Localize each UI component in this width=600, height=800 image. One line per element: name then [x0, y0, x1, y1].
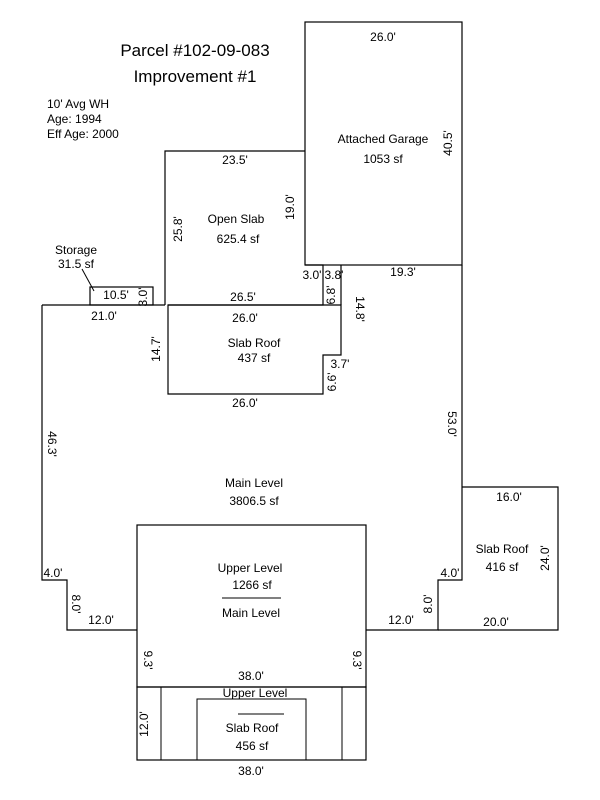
bottom-section-outline — [136, 686, 367, 761]
eff-age-info: Eff Age: 2000 — [47, 127, 119, 141]
slab-roof-right-size: 416 sf — [486, 560, 519, 574]
dim-main-right-bottom: 12.0' — [388, 613, 414, 627]
dim-open-slab-right: 19.0' — [283, 194, 297, 220]
storage-label: Storage — [55, 243, 97, 257]
main-level-left-edge — [41, 305, 137, 631]
upper-level-label: Upper Level — [218, 561, 283, 575]
dim-garage-bottom: 19.3' — [390, 265, 416, 279]
wall-height-info: 10' Avg WH — [47, 97, 109, 111]
dim-slab-roof-right-lower: 6.6' — [325, 373, 339, 392]
dim-open-slab-left: 25.8' — [171, 216, 185, 242]
slab-roof-right-label: Slab Roof — [476, 542, 529, 556]
improvement-title: Improvement #1 — [134, 67, 257, 86]
dim-storage-side: 3.0' — [136, 288, 150, 307]
upper-level-bottom-label: Upper Level — [223, 686, 288, 700]
dim-storage-top: 10.5' — [103, 288, 129, 302]
dim-step-68: 6.8' — [324, 286, 338, 305]
dim-center-width: 38.0' — [238, 669, 264, 683]
upper-level-size: 1266 sf — [232, 578, 272, 592]
dim-bottom-width: 38.0' — [238, 764, 264, 778]
dim-main-left: 46.3' — [45, 431, 59, 457]
dim-open-slab-bottom: 26.5' — [230, 290, 256, 304]
slab-roof-bottom-outline — [196, 698, 307, 760]
garage-label: Attached Garage — [338, 132, 429, 146]
dim-center-right: 9.3' — [350, 651, 364, 670]
dim-right-slab-bottom: 20.0' — [483, 615, 509, 629]
dim-main-left-step: 4.0' — [44, 566, 63, 580]
open-slab-outline — [164, 150, 305, 305]
dim-slab-roof-bottom-edge: 26.0' — [232, 396, 258, 410]
dim-step-38: 3.8' — [325, 268, 344, 282]
slab-roof-top-size: 437 sf — [238, 351, 271, 365]
slab-roof-top-label: Slab Roof — [228, 336, 281, 350]
slab-roof-top-outline — [167, 304, 342, 395]
dim-slab-roof-top-edge: 26.0' — [232, 311, 258, 325]
dim-bottom-left: 12.0' — [137, 711, 151, 737]
dim-slab-roof-notch: 3.7' — [331, 357, 350, 371]
dim-step-3: 3.0' — [303, 268, 322, 282]
dim-garage-top: 26.0' — [370, 30, 396, 44]
dim-open-slab-top: 23.5' — [222, 153, 248, 167]
dim-garage-right: 40.5' — [441, 130, 455, 156]
dim-center-left: 9.3' — [141, 651, 155, 670]
dim-main-right-step: 4.0' — [441, 566, 460, 580]
dim-slab-roof-left: 14.7' — [149, 336, 163, 362]
dim-main-right: 53.0' — [445, 411, 459, 437]
parcel-title: Parcel #102-09-083 — [120, 41, 269, 60]
main-level-label: Main Level — [225, 476, 283, 490]
storage-size: 31.5 sf — [58, 257, 95, 271]
dim-main-right-down: 8.0' — [421, 595, 435, 614]
dim-main-top-left: 21.0' — [91, 309, 117, 323]
storage-leader — [81, 268, 95, 292]
slab-roof-bottom-label: Slab Roof — [226, 721, 279, 735]
upper-level-below-label: Main Level — [222, 606, 280, 620]
age-info: Age: 1994 — [47, 112, 102, 126]
dim-slab-roof-right-upper: 14.8' — [353, 296, 367, 322]
open-slab-label: Open Slab — [208, 212, 265, 226]
open-slab-size: 625.4 sf — [217, 232, 260, 246]
garage-size: 1053 sf — [363, 152, 403, 166]
dim-right-slab-side: 24.0' — [538, 545, 552, 571]
garage-outline — [304, 21, 463, 266]
main-level-size: 3806.5 sf — [229, 494, 279, 508]
dim-main-left-bottom: 12.0' — [88, 613, 114, 627]
main-level-right-edge — [366, 265, 463, 631]
slab-roof-right-outline — [438, 486, 559, 631]
dim-main-left-down: 8.0' — [69, 595, 83, 614]
slab-roof-bottom-size: 456 sf — [236, 739, 269, 753]
dim-right-slab-top: 16.0' — [496, 490, 522, 504]
